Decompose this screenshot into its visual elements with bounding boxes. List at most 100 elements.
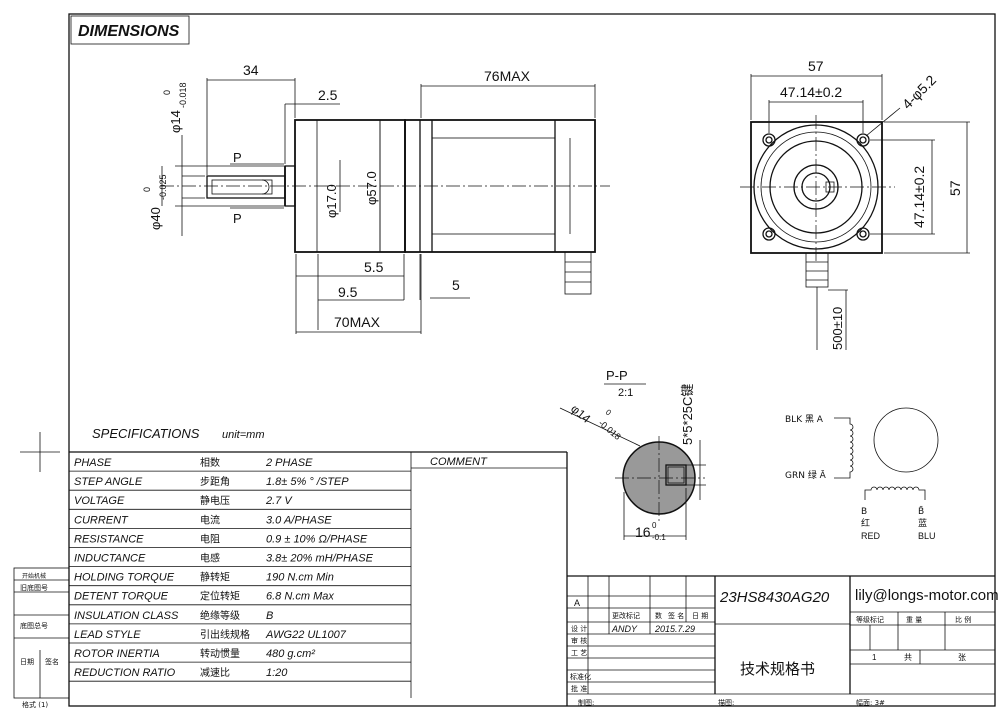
spec-name-cn: 电感 xyxy=(200,552,220,565)
section-width: 16 xyxy=(635,524,651,540)
dim-phi17: φ17.0 xyxy=(324,184,339,218)
side-label-3: 日期 xyxy=(20,658,34,666)
section-title: P-P xyxy=(606,368,628,383)
dim-2-5: 2.5 xyxy=(318,87,338,103)
spec-name-cn: 静电压 xyxy=(200,494,230,507)
dim-34: 34 xyxy=(243,62,259,78)
tb-date-h: 日 期 xyxy=(692,612,708,620)
tb-design: 设 计 xyxy=(571,624,587,633)
spec-name-cn: 绝缘等级 xyxy=(200,609,240,622)
tb-weight: 重 量 xyxy=(906,616,922,624)
tb-drawn: 制图: xyxy=(578,698,594,707)
spec-value: B xyxy=(266,610,273,622)
spec-name-cn: 电阻 xyxy=(200,532,220,545)
dim-lead-length: 500±10 xyxy=(830,307,845,350)
wire-b-right: B̄ xyxy=(918,505,924,517)
wiring-diagram: BLK 黑 A GRN 绿 Ā B B̄ 红 蓝 RED BLU xyxy=(785,407,939,541)
dim-9-5: 9.5 xyxy=(338,284,358,300)
tb-change: 更改标记 xyxy=(612,611,640,620)
section-mark-bottom: P xyxy=(233,211,242,226)
tb-craft: 工 艺 xyxy=(571,649,587,657)
spec-name: DETENT TORQUE xyxy=(74,591,169,603)
dim-holes: 4-φ5.2 xyxy=(899,72,939,112)
dim-70max: 70MAX xyxy=(334,314,381,330)
title-block: A 更改标记 数 签 名 日 期 设 计 ANDY 2015.7.29 审 核 … xyxy=(567,575,999,707)
spec-name: HOLDING TORQUE xyxy=(74,572,175,584)
spec-value: 1:20 xyxy=(266,667,288,679)
specs-title: SPECIFICATIONS xyxy=(92,426,200,441)
left-margin: 开始机械 旧底图号 底图总号 日期 签名 格式 (1) xyxy=(13,432,70,709)
wire-red-cn: 红 xyxy=(861,517,870,529)
spec-name: PHASE xyxy=(74,457,112,469)
comment-header: COMMENT xyxy=(430,456,488,468)
tb-one: 1 xyxy=(872,653,877,662)
spec-value: 2.7 V xyxy=(265,495,293,507)
spec-name: INSULATION CLASS xyxy=(74,610,179,622)
tb-grade: 等级标记 xyxy=(856,615,884,624)
dim-5-5: 5.5 xyxy=(364,259,384,275)
spec-name: RESISTANCE xyxy=(74,533,144,545)
spec-name-cn: 引出线规格 xyxy=(200,628,250,641)
tb-ratio: 比 例 xyxy=(955,615,971,624)
wire-red: RED xyxy=(861,531,881,541)
section-width-tol: -0.1 xyxy=(652,533,666,542)
tb-total: 共 xyxy=(904,653,912,662)
wire-blu: BLU xyxy=(918,531,936,541)
dim-5: 5 xyxy=(452,277,460,293)
side-label-1: 旧底图号 xyxy=(20,583,48,592)
side-label-0: 开始机械 xyxy=(22,572,46,580)
section-scale: 2:1 xyxy=(618,387,633,399)
spec-name-cn: 相数 xyxy=(200,456,220,469)
spec-value: 480 g.cm² xyxy=(266,648,315,660)
tb-designer: ANDY xyxy=(611,624,638,634)
dim-47-14-height: 47.14±0.2 xyxy=(911,166,927,228)
dim-phi40: φ40 xyxy=(148,207,163,230)
side-label-5: 格式 (1) xyxy=(22,700,48,709)
spec-value: 2 PHASE xyxy=(265,457,313,469)
front-view: 57 47.14±0.2 4-φ5.2 47.14±0.2 57 500±10 xyxy=(740,58,970,350)
tb-date: 2015.7.29 xyxy=(654,624,695,634)
dim-47-14-width: 47.14±0.2 xyxy=(780,84,842,100)
dim-phi14-tol: -0.018 xyxy=(178,82,188,108)
side-label-2: 底图总号 xyxy=(20,621,48,630)
spec-value: 3.8± 20% mH/PHASE xyxy=(266,553,374,565)
tb-sign: 签 名 xyxy=(668,611,684,620)
spec-value: 190 N.cm Min xyxy=(266,572,334,584)
spec-name-cn: 静转矩 xyxy=(200,571,230,584)
section-width-upper: 0 xyxy=(652,521,657,530)
sheet-frame xyxy=(68,13,996,707)
wire-blk: BLK 黑 A xyxy=(785,414,824,425)
spec-name-cn: 转动惯量 xyxy=(200,647,240,660)
tb-format: 幅面: 3# xyxy=(856,698,885,707)
spec-name: INDUCTANCE xyxy=(74,553,146,565)
spec-name: LEAD STYLE xyxy=(74,629,141,641)
spec-name-cn: 减速比 xyxy=(200,667,230,679)
spec-value: 3.0 A/PHASE xyxy=(266,514,332,526)
dim-phi40-tol: -0.025 xyxy=(158,174,168,200)
tb-traced: 描图: xyxy=(718,698,734,707)
spec-name: CURRENT xyxy=(74,514,129,526)
tb-check: 审 核 xyxy=(571,636,587,645)
wire-b-left: B xyxy=(861,507,867,517)
spec-name-cn: 定位转矩 xyxy=(200,590,240,603)
tb-sheet: 张 xyxy=(958,653,966,662)
spec-name: REDUCTION RATIO xyxy=(74,667,176,679)
spec-name: ROTOR INERTIA xyxy=(74,648,160,660)
key-spec: 5*5*25C键 xyxy=(680,384,695,445)
dim-phi14-upper: 0 xyxy=(162,90,172,95)
tb-doc: 技术规格书 xyxy=(740,660,815,678)
tb-standard: 标准化 xyxy=(570,672,591,681)
dim-57-height: 57 xyxy=(947,180,963,196)
spec-value: 1.8± 5% ° /STEP xyxy=(266,476,349,488)
dim-57-width: 57 xyxy=(808,58,824,74)
section-phi14-tol: -0.018 xyxy=(597,418,623,442)
wire-blu-cn: 蓝 xyxy=(918,517,927,529)
wire-grn: GRN 绿 Ā xyxy=(785,469,827,481)
spec-name-cn: 步距角 xyxy=(200,476,230,488)
side-label-4: 签名 xyxy=(45,657,59,666)
title-box xyxy=(70,15,190,45)
tb-approve: 批 准 xyxy=(571,684,587,693)
side-view: 34 2.5 76MAX φ14 0 -0.018 φ40 0 -0.025 P… xyxy=(142,62,610,334)
